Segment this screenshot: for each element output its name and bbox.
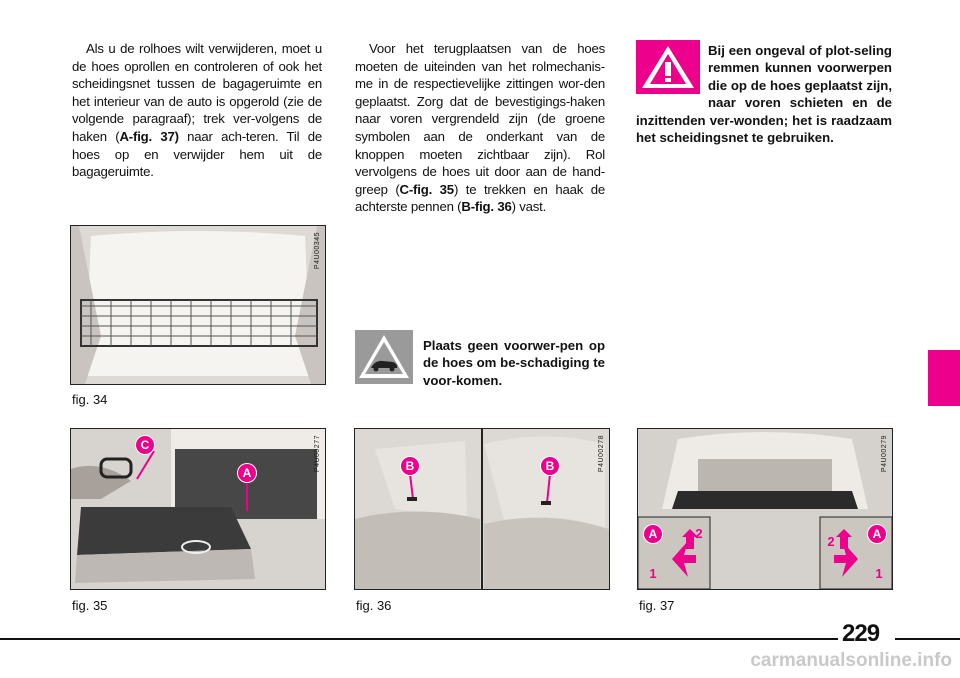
- warning-mid-body: Plaats geen voorwer-pen op de hoes om be…: [423, 338, 605, 388]
- watermark: carmanualsonline.info: [750, 650, 952, 671]
- fig37-label-a1: A: [644, 525, 662, 543]
- fig37-label-1-right: 1: [875, 566, 883, 581]
- fig35-caption: fig. 35: [72, 598, 108, 613]
- fig37-label-2-right: 2: [827, 534, 835, 549]
- fig36-label-b2: B: [541, 457, 559, 475]
- fig34-caption: fig. 34: [72, 392, 108, 407]
- fig36-label-b1: B: [401, 457, 419, 475]
- col2-text: Voor het terugplaatsen van de hoes moete…: [355, 40, 605, 216]
- warning-top-text: Bij een ongeval of plot-seling remmen ku…: [636, 42, 892, 146]
- figure-34: P4U00345: [70, 225, 326, 385]
- col1-para-a: Als u de rolhoes wilt verwijderen, moet …: [72, 41, 322, 144]
- fig35-code: P4U00277: [314, 435, 321, 473]
- fig37-label-2-left: 2: [695, 526, 703, 541]
- warning-car-icon: [355, 330, 413, 384]
- fig37-label-a2: A: [868, 525, 886, 543]
- fig35-label-c: C: [136, 436, 154, 454]
- col1-text: Als u de rolhoes wilt verwijderen, moet …: [72, 40, 322, 181]
- warning-mid-text: Plaats geen voorwer-pen op de hoes om be…: [355, 337, 605, 389]
- col2-ref1: C-fig. 35: [399, 181, 455, 197]
- fig37-code: P4U00279: [881, 435, 888, 473]
- col1-ref: A-fig. 37): [119, 128, 179, 144]
- fig36-caption: fig. 36: [356, 598, 392, 613]
- fig34-code: P4U00345: [314, 232, 321, 270]
- footer-rule-left: [0, 638, 838, 640]
- col1-para-b: naar ach-teren. Til de hoes op en verwij…: [72, 128, 322, 180]
- col2-p1: Voor het terugplaatsen van de hoes moete…: [355, 41, 605, 197]
- footer-rule-right: [895, 638, 960, 640]
- figure-36: B B P4U00278: [354, 428, 610, 590]
- fig37-caption: fig. 37: [639, 598, 675, 613]
- figure-35: C A P4U00277: [70, 428, 326, 590]
- figure-37: A A 1 2 2 1 P4U00279: [637, 428, 893, 590]
- fig37-label-1-left: 1: [649, 566, 657, 581]
- col2-p3: ) vast.: [511, 199, 547, 215]
- page-number: 229: [842, 620, 880, 647]
- warning-top-body: Bij een ongeval of plot-seling remmen ku…: [636, 43, 892, 146]
- danger-icon: [636, 40, 700, 94]
- col2-p2: ) te trekken en haak de achterste pennen…: [355, 181, 605, 215]
- section-tab-marker: [928, 350, 960, 406]
- fig35-label-a: A: [238, 464, 256, 482]
- col2-ref2: B-fig. 36: [461, 199, 512, 215]
- fig36-code: P4U00278: [598, 435, 605, 473]
